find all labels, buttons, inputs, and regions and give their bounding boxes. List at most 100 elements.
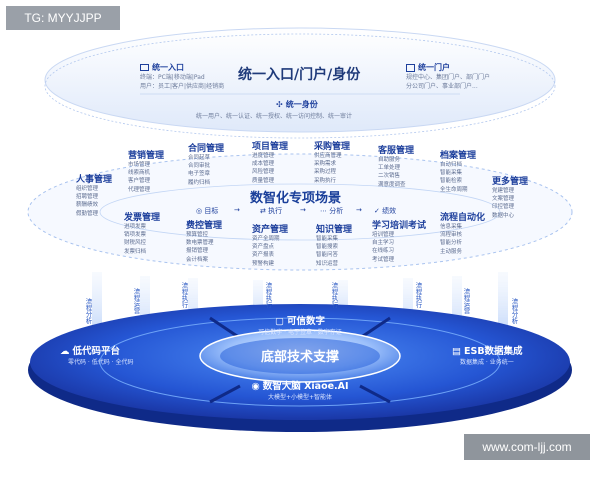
esb-block: ▤ESB数据集成 数据集成 · 业务统一 (452, 343, 523, 366)
unified-entry-title: 统一入口/门户/身份 (238, 67, 361, 83)
flow-performance: ✓ 绩效 (374, 207, 397, 215)
ai-brain-sub: 大模型+小模型+智能体 (267, 394, 333, 401)
esb-icon: ▤ (452, 346, 461, 357)
module-item: 工单处理 (378, 165, 401, 172)
module-item: 党建管理 (492, 188, 515, 194)
module-item: 智能检索 (440, 178, 463, 185)
module-item: 自动归档 (440, 162, 463, 168)
module-training: 学习培训考试 培训管理 自主学习 在线练习 考试管理 (372, 218, 426, 264)
unified-identity-line: 统一用户、统一认证、统一授权、统一访问控制、统一审计 (196, 113, 353, 120)
module-item: 自助服务 (378, 157, 401, 163)
esb-title: ESB数据集成 (463, 346, 523, 357)
flow-label: 流程运营 (132, 288, 140, 314)
flow-arrow-3: → (356, 206, 362, 214)
corner-tag: TG: MYYJJPP (6, 6, 120, 30)
module-item: 培训管理 (372, 232, 395, 238)
top-layer-rim (44, 33, 556, 139)
identity-icon: ✣ (276, 100, 283, 109)
execute-icon: ⇄ (260, 207, 266, 215)
module-item: 假勤管理 (76, 210, 99, 217)
flow-label: 流程运营 (462, 288, 470, 314)
trusted-digital-block: ▢可信数字 可信数字 · 电子签章 · 数字存证 (240, 313, 360, 336)
module-item: 数据中心 (492, 212, 515, 219)
module-title: 采购管理 (314, 142, 351, 152)
module-item: 资产盘点 (252, 244, 275, 251)
flow-arrow-2: → (300, 206, 306, 214)
module-title: 学习培训考试 (372, 221, 427, 231)
module-item: 成本管理 (252, 161, 275, 168)
target-icon: ◎ (196, 207, 203, 215)
module-item: 资产全周期 (252, 236, 280, 242)
module-title: 资产管理 (252, 225, 289, 235)
module-item: 文案管理 (492, 196, 515, 203)
ai-icon: ◉ (251, 381, 260, 392)
module-item: 线索商机 (128, 170, 151, 177)
unified-portal-block: 统一门户 规控中心、集团门户、部门门户 分公司门户、事业部门户... (406, 62, 490, 91)
unified-entry-block: 统一入口 终端：PC端|移动端|Pad 用户：员工|客户|供应商|经销商 (140, 62, 224, 91)
module-project: 项目管理 进度管理 成本管理 风险管理 质量管理 (252, 139, 288, 185)
low-code-block: ☁低代码平台 零代码 · 低代码 · 全代码 (60, 343, 133, 366)
module-procurement: 采购管理 供应商管理 采购需求 采购过程 采购执行 (314, 139, 350, 185)
flow-label: 流程执行 (180, 282, 188, 308)
flow-beams (92, 272, 508, 332)
module-item: 流程审核 (440, 232, 463, 239)
core-title: 底部技术支撑 (260, 350, 339, 365)
unified-identity-label: 统一身份 (285, 100, 318, 109)
module-item: 财税风控 (124, 240, 147, 247)
module-title: 合同管理 (188, 144, 225, 154)
module-archive: 档案管理 自动归档 智能采集 智能检索 全生命周期 (440, 148, 476, 194)
module-item: 市场管理 (128, 162, 151, 168)
module-item: 合同审批 (188, 163, 211, 170)
module-item: 满意度调查 (378, 181, 406, 188)
performance-icon: ✓ (374, 207, 380, 215)
low-code-title: 低代码平台 (72, 346, 121, 357)
unified-entry-label: 统一入口 (152, 63, 184, 72)
module-item: 全生命周期 (440, 186, 468, 193)
entry-line-1: 终端：PC端|移动端|Pad (140, 74, 205, 81)
module-title: 项目管理 (252, 142, 289, 152)
module-marketing: 营销管理 市场管理 线索商机 客户管理 代理管理 (128, 148, 164, 194)
module-item: 考试管理 (372, 256, 395, 263)
top-layer-ellipse (44, 27, 556, 133)
module-item: 主动服务 (440, 248, 463, 255)
unified-identity-label-row: ✣统一身份 (276, 99, 318, 110)
module-knowledge: 知识管理 智能采集 智能搜索 智能问答 知识运营 (316, 222, 352, 268)
module-item: 质量管理 (252, 177, 275, 184)
module-item: 印控管理 (492, 204, 515, 211)
module-item: 发票归档 (124, 248, 147, 255)
flow-label: 流程分析 (84, 298, 92, 324)
module-item: 风险管理 (252, 169, 275, 176)
module-process-automation: 流程自动化 信息采集 流程审核 智能分析 主动服务 (440, 210, 485, 256)
module-item: 知识运营 (316, 260, 339, 267)
module-item: 预警构建 (252, 260, 275, 267)
module-item: 供应商管理 (314, 153, 342, 159)
module-item: 智能采集 (440, 170, 463, 177)
module-item: 进项发票 (124, 224, 147, 230)
module-item: 薪酬绩效 (76, 202, 99, 209)
watermark: www.com-ljj.com (464, 434, 590, 460)
module-title: 更多管理 (492, 177, 529, 187)
flow-arrow-1: → (234, 206, 240, 214)
module-title: 流程自动化 (440, 213, 486, 223)
flow-label: 流程执行 (414, 282, 422, 308)
module-item: 智能分析 (440, 240, 463, 247)
monitor-icon (140, 64, 149, 71)
module-item: 信息采集 (440, 224, 463, 230)
module-expense: 费控管理 预算管控 数电票管理 报销管理 会计档案 (186, 218, 222, 264)
module-hr: 人事管理 组织管理 招聘管理 薪酬绩效 假勤管理 (76, 172, 112, 218)
module-item: 采购需求 (314, 161, 337, 168)
esb-sub: 数据集成 · 业务统一 (460, 359, 514, 366)
flow-label: 流程分析 (510, 298, 518, 324)
trusted-digital-sub: 可信数字 · 电子签章 · 数字存证 (258, 329, 342, 336)
portal-line-2: 分公司门户、事业部门户... (406, 83, 478, 90)
module-item: 组织管理 (76, 186, 99, 192)
flow-execute: ⇄ 执行 (260, 207, 283, 215)
module-asset: 资产管理 资产全周期 资产盘点 资产报表 预警构建 (252, 222, 288, 268)
module-customer-service: 客服管理 自助服务 工单处理 二次销售 满意度调查 (378, 143, 414, 189)
module-item: 自主学习 (372, 240, 395, 247)
flow-label: 流程执行 (264, 282, 272, 308)
module-item: 智能采集 (316, 236, 339, 242)
module-item: 二次销售 (378, 173, 401, 180)
module-title: 发票管理 (124, 213, 161, 223)
